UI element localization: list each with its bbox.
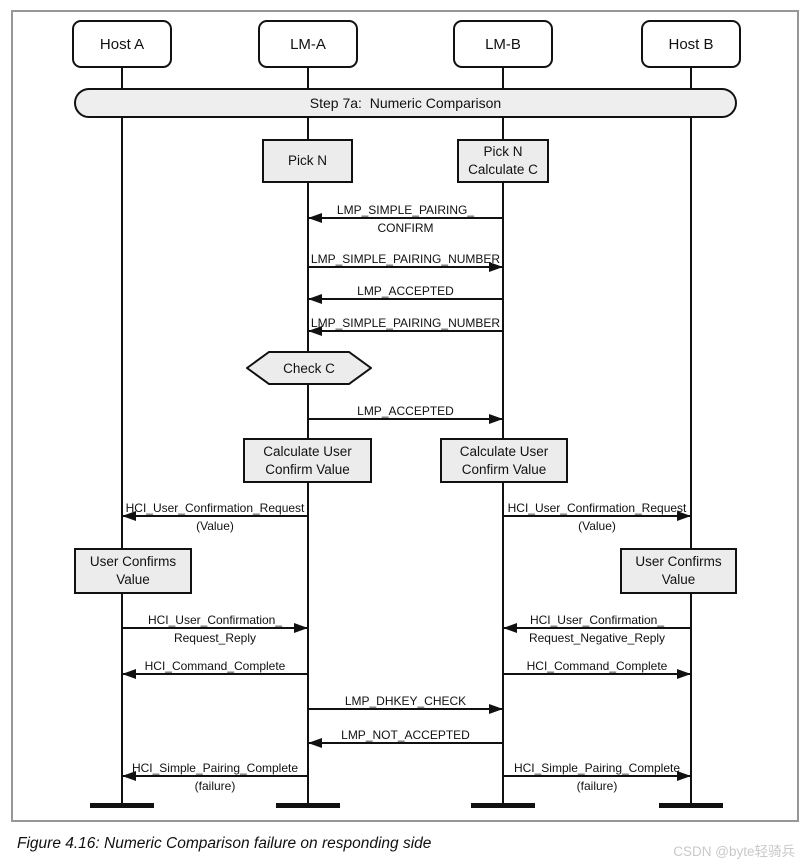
box-label: User Confirms: [89, 554, 177, 570]
message-label-2: (Value): [196, 519, 234, 533]
box-label: Confirm Value: [265, 461, 350, 477]
message-label: LMP_SIMPLE_PAIRING_NUMBER: [310, 252, 501, 266]
arrowhead-left-icon: [503, 623, 517, 633]
box-label: User Confirms: [635, 554, 722, 570]
actor-box-host-b: Host B: [641, 20, 741, 68]
message-label: LMP_SIMPLE_PAIRING_: [336, 203, 475, 217]
arrowhead-left-icon: [122, 771, 136, 781]
lifeline-end-bar-host-a: [90, 803, 154, 808]
arrow-line: [122, 673, 308, 675]
box-pick-n-calculate-c: Pick N Calculate C: [457, 139, 549, 183]
arrow-line: [308, 298, 503, 300]
actor-box-lm-b: LM-B: [453, 20, 553, 68]
message-label: LMP_NOT_ACCEPTED: [341, 728, 470, 742]
arrow-line: [503, 775, 691, 777]
lifeline-host-a: [121, 68, 123, 806]
message-label: LMP_DHKEY_CHECK: [344, 694, 467, 708]
arrowhead-right-icon: [294, 623, 308, 633]
box-label: Calculate User: [263, 443, 352, 459]
hexagon-check-c: Check C: [246, 351, 372, 385]
actor-label: LM-A: [290, 35, 326, 53]
actor-label: Host B: [668, 35, 714, 53]
message-label: LMP_ACCEPTED: [357, 284, 454, 298]
box-user-confirms-b: User Confirms Value: [620, 548, 737, 594]
box-label: Value: [661, 572, 696, 587]
figure-caption: Figure 4.16: Numeric Comparison failure …: [17, 835, 432, 852]
arrow-line: [503, 515, 691, 517]
box-label: Calculate User: [459, 443, 549, 459]
arrow-line: [308, 708, 503, 710]
box-label: Pick N: [287, 153, 327, 169]
arrow-line: [308, 330, 503, 332]
message-label-2: (failure): [194, 779, 236, 793]
watermark: CSDN @byte轻骑兵: [673, 844, 795, 859]
message-label: HCI_User_Confirmation_: [147, 613, 283, 627]
arrowhead-right-icon: [677, 669, 691, 679]
actor-box-host-a: Host A: [72, 20, 172, 68]
arrow-line: [308, 742, 503, 744]
box-label: Confirm Value: [461, 461, 547, 477]
box-label: Calculate C: [468, 162, 538, 177]
box-user-confirms-a: User Confirms Value: [74, 548, 192, 594]
arrowhead-left-icon: [122, 669, 136, 679]
message-label: LMP_ACCEPTED: [357, 404, 454, 418]
message-label-2: (Value): [578, 519, 616, 533]
actor-box-lm-a: LM-A: [258, 20, 358, 68]
message-label: HCI_Command_Complete: [144, 659, 286, 673]
actor-label: Host A: [99, 35, 145, 53]
hexagon-shape-icon: [246, 351, 372, 385]
box-label: Value: [116, 572, 150, 587]
arrowhead-right-icon: [489, 414, 503, 424]
lifeline-lm-a: [307, 68, 309, 806]
box-calculate-user-confirm-a: Calculate User Confirm Value: [243, 438, 372, 483]
message-label-2: Request_Negative_Reply: [528, 631, 666, 645]
message-label-2: (failure): [576, 779, 618, 793]
arrowhead-left-icon: [308, 294, 322, 304]
step-banner: Step 7a: Numeric Comparison: [74, 88, 737, 118]
message-label-2: CONFIRM: [377, 221, 434, 235]
message-label: HCI_User_Confirmation_Request: [125, 501, 305, 515]
arrow-line: [122, 775, 308, 777]
box-pick-n: Pick N: [262, 139, 353, 183]
arrowhead-left-icon: [308, 738, 322, 748]
arrow-line: [308, 217, 503, 219]
arrow-line: [308, 266, 503, 268]
arrow-line: [122, 515, 308, 517]
arrow-line: [122, 627, 308, 629]
actor-label: LM-B: [485, 35, 521, 53]
box-label: Pick N: [483, 144, 523, 160]
arrowhead-right-icon: [677, 771, 691, 781]
box-calculate-user-confirm-b: Calculate User Confirm Value: [440, 438, 568, 483]
arrow-line: [503, 627, 691, 629]
lifeline-end-bar-lm-b: [471, 803, 535, 808]
arrowhead-left-icon: [308, 213, 322, 223]
arrowhead-right-icon: [489, 704, 503, 714]
message-label: LMP_SIMPLE_PAIRING_NUMBER: [310, 316, 501, 330]
message-label-2: Request_Reply: [173, 631, 257, 645]
lifeline-end-bar-host-b: [659, 803, 723, 808]
lifeline-lm-b: [502, 68, 504, 806]
message-label: HCI_User_Confirmation_: [529, 613, 665, 627]
message-label: HCI_Simple_Pairing_Complete: [513, 761, 681, 775]
arrowhead-left-icon: [122, 511, 136, 521]
message-label: HCI_Command_Complete: [526, 659, 668, 673]
arrow-line: [308, 418, 503, 420]
lifeline-end-bar-lm-a: [276, 803, 340, 808]
figure-border: [11, 10, 799, 822]
arrowhead-left-icon: [308, 326, 322, 336]
lifeline-host-b: [690, 68, 692, 806]
hexagon-label: Check C: [283, 360, 335, 376]
message-label: HCI_Simple_Pairing_Complete: [131, 761, 299, 775]
message-label: HCI_User_Confirmation_Request: [507, 501, 687, 515]
arrowhead-right-icon: [677, 511, 691, 521]
arrowhead-right-icon: [489, 262, 503, 272]
arrow-line: [503, 673, 691, 675]
step-banner-label: Step 7a: Numeric Comparison: [309, 95, 502, 111]
